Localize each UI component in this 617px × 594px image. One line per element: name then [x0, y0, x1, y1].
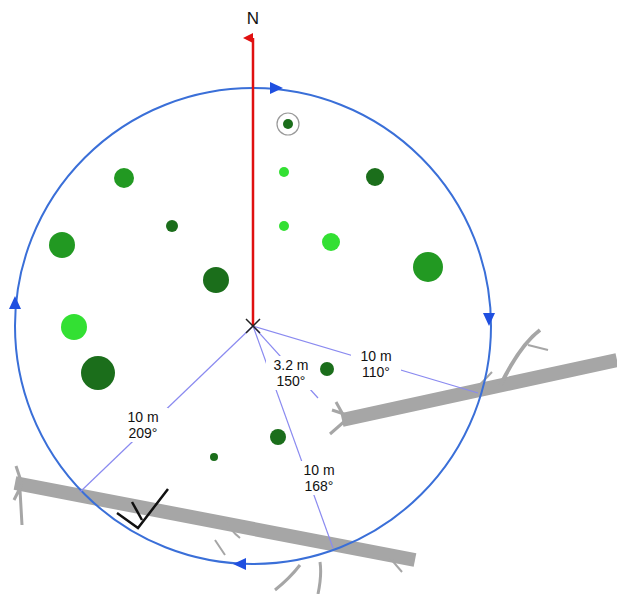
plot-centre — [246, 319, 260, 333]
dimension-label: 10 m 168° — [294, 461, 344, 495]
log-symbol — [117, 489, 168, 528]
dimension-label: 10 m 209° — [118, 408, 168, 442]
measure-line — [80, 326, 478, 548]
dimension-label: 3.2 m 150° — [266, 356, 316, 390]
log-symbol — [132, 502, 142, 520]
dimension-label: 10 m 110° — [351, 347, 401, 381]
tree-stem — [49, 113, 443, 461]
north-label: N — [239, 10, 267, 28]
north-arrow — [252, 38, 255, 326]
fallen-log — [330, 330, 617, 434]
fallen-log — [14, 466, 415, 594]
